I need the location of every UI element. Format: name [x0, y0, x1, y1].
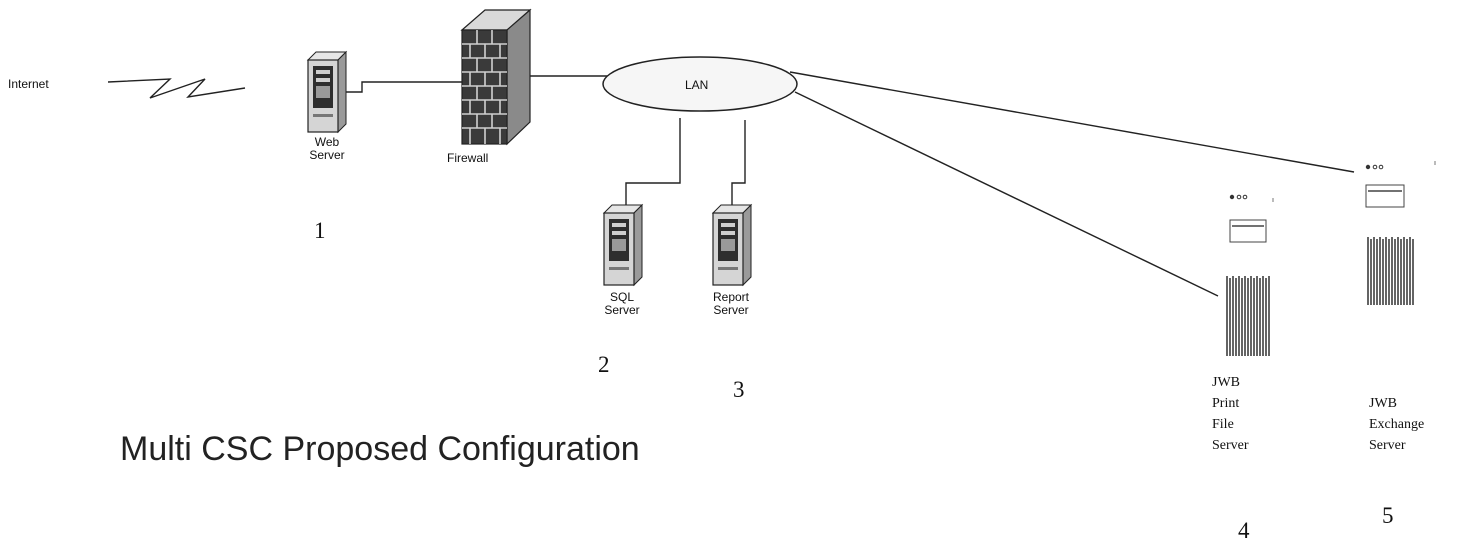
link-lan-exchange-server [789, 71, 1355, 173]
web-server-number: 1 [314, 218, 326, 243]
sql-server-label: SQL Server [598, 291, 646, 317]
print-file-server-label: JWB Print File Server [1212, 372, 1249, 456]
sql-server-label-line1: SQL [609, 290, 634, 304]
link-lan-print-server [794, 91, 1219, 297]
firewall-label: Firewall [447, 151, 489, 165]
print-file-server-number: 4 [1238, 518, 1250, 543]
ellipse-cloud-icon [602, 56, 798, 112]
web-server-label-line2: Server [309, 148, 345, 162]
internet-label: Internet [8, 77, 49, 91]
web-server-label-line1: Web [314, 135, 340, 149]
lightning-icon [107, 78, 246, 99]
exchange-server-label: JWB Exchange Server [1369, 393, 1424, 456]
report-server-label-line1: Report [712, 290, 750, 304]
rack-server-icon [1226, 194, 1274, 356]
link-lan-sql [625, 118, 681, 208]
link-lan-report [731, 120, 746, 208]
sql-server-number: 2 [598, 352, 610, 377]
exchange-server-label-line: Exchange [1369, 417, 1425, 432]
print-file-server-label-line: Print [1212, 396, 1240, 411]
rack-server-icon [1365, 161, 1436, 305]
link-web-firewall [345, 78, 469, 93]
report-server-label: Report Server [702, 291, 760, 317]
diagram-title: Multi CSC Proposed Configuration [120, 430, 640, 468]
server-tower-icon [306, 50, 348, 134]
server-tower-icon [711, 203, 753, 287]
print-file-server-label-line: JWB [1212, 375, 1240, 390]
report-server-label-line2: Server [713, 303, 749, 317]
exchange-server-label-line: Server [1369, 438, 1406, 453]
brick-wall-icon [460, 8, 532, 146]
report-server-number: 3 [733, 377, 745, 402]
server-tower-icon [602, 203, 644, 287]
exchange-server-number: 5 [1382, 503, 1394, 528]
web-server-label: Web Server [303, 136, 351, 162]
lan-label: LAN [685, 78, 709, 92]
sql-server-label-line2: Server [604, 303, 640, 317]
print-file-server-label-line: Server [1212, 438, 1249, 453]
exchange-server-label-line: JWB [1369, 396, 1397, 411]
print-file-server-label-line: File [1212, 417, 1234, 432]
